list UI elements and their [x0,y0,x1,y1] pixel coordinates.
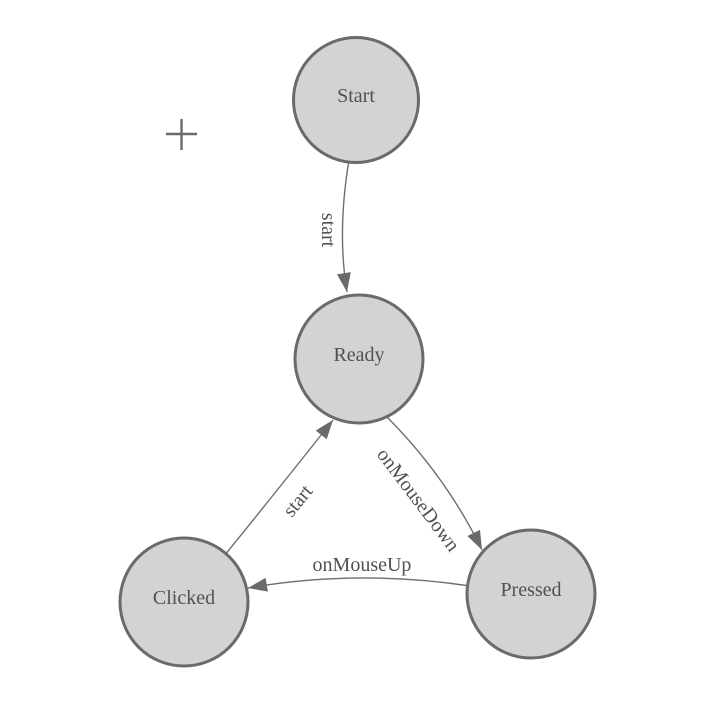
edge-label-onmousedown: onMouseDown [372,444,464,556]
state-node-clicked[interactable]: Clicked [118,536,250,668]
state-circle[interactable] [118,536,250,668]
state-node-start[interactable]: Start [292,36,420,164]
state-circle[interactable] [293,293,425,425]
edge-label-start: start [317,213,339,248]
edge-label-onmouseup: onMouseUp [313,554,412,576]
edge-path[interactable] [247,577,471,592]
edge-start-to-ready[interactable]: start [317,159,351,293]
edge-path[interactable] [336,159,351,293]
state-node-label: Pressed [500,579,561,601]
state-node-label: Start [337,85,375,107]
edge-path[interactable] [223,419,334,557]
edge-path[interactable] [385,415,483,551]
state-node-label: Clicked [153,587,215,609]
edge-label-start: start [279,480,318,521]
edge-pressed-to-clicked[interactable]: onMouseUp [247,554,471,592]
edge-ready-to-pressed[interactable]: onMouseDown [372,415,483,556]
state-node-pressed[interactable]: Pressed [465,528,597,660]
crosshair-marker [166,119,197,150]
state-circle[interactable] [292,36,420,164]
edge-clicked-to-ready[interactable]: start [223,419,334,557]
state-node-ready[interactable]: Ready [293,293,425,425]
state-circle[interactable] [465,528,597,660]
state-node-label: Ready [333,344,384,366]
